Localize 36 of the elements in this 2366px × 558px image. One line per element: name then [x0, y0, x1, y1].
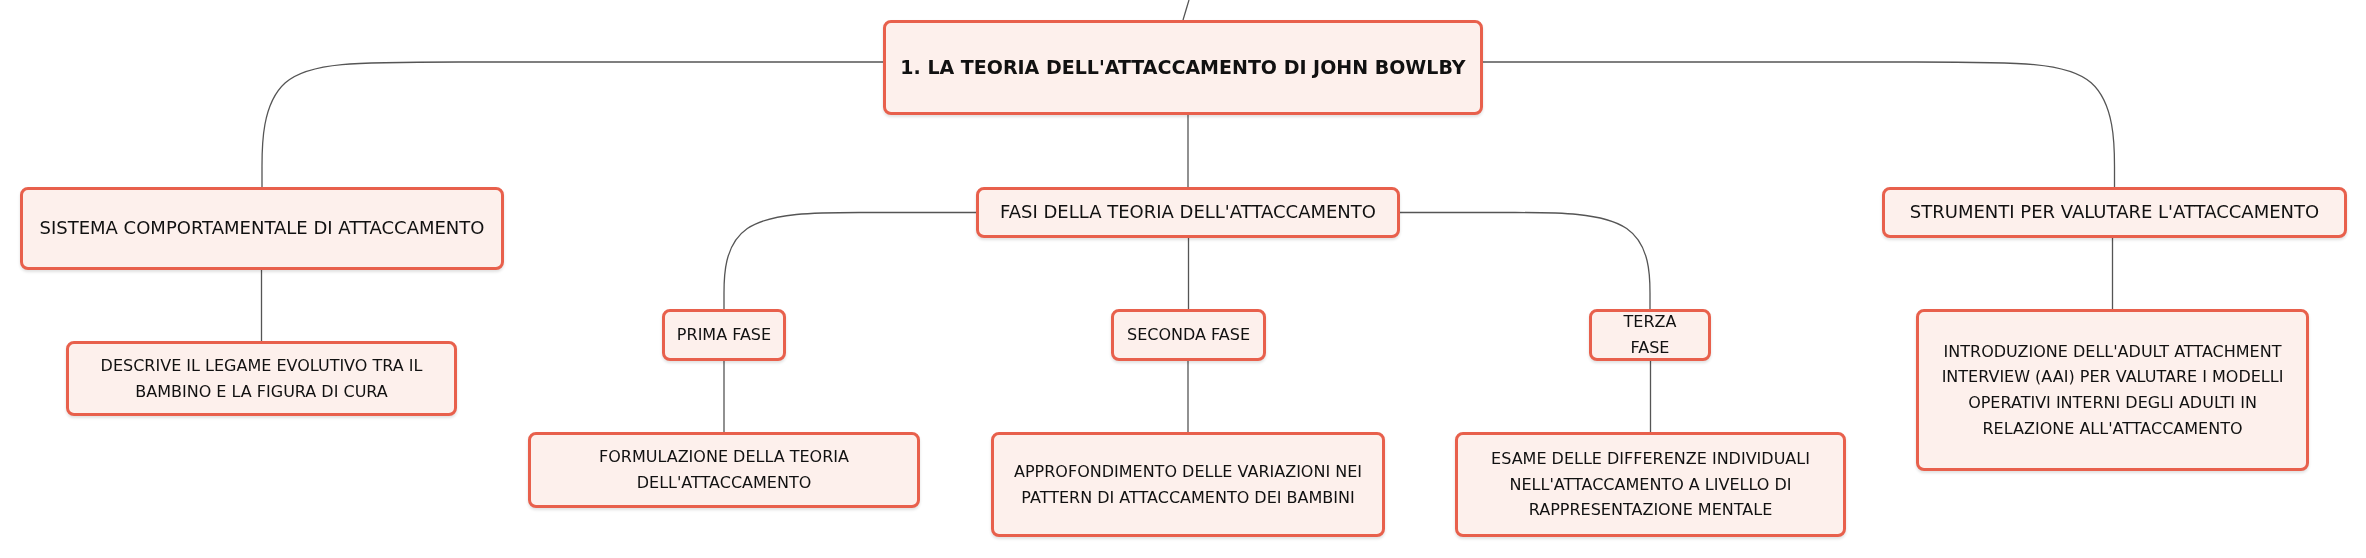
topic-text: TERZA FASE [1622, 311, 1678, 359]
connector-line [1187, 237, 1190, 310]
topic-box [991, 432, 1385, 537]
topic-text: 1. LA TEORIA DELL'ATTACCAMENTO DI JOHN BOWLBY [900, 55, 1466, 81]
connector-line [723, 211, 977, 310]
topic-text: FORMULAZIONE DELLA TEORIA DELL'ATTACCAMENTO [598, 446, 850, 494]
connector-line [1187, 114, 1189, 188]
topic-box [662, 309, 786, 361]
topic-text: ESAME DELLE DIFFERENZE INDIVIDUALI NELL'ATTACCAMENTO A LIVELLO DI RAPPRESENTAZIONE MENTALE [1490, 448, 1811, 522]
topic-text: INTRODUZIONE DELL'ADULT ATTACHMENT INTERVIEW (AAI) PER VALUTARE I MODELLI OPERATIVI INTERNI DEGLI ADULTI IN RELAZIONE ALL'ATTACCAMENTO [1940, 340, 2285, 440]
connector-line [2111, 237, 2114, 310]
topic-box [1455, 432, 1846, 537]
topic-box [20, 187, 504, 270]
topic-text: PRIMA FASE [676, 324, 772, 347]
topic-text: SECONDA FASE [1127, 324, 1250, 347]
topic-box [528, 432, 920, 508]
connector-line [1187, 360, 1189, 433]
topic-box [66, 341, 457, 416]
topic-box [976, 187, 1400, 238]
connector-line [260, 269, 263, 342]
topic-text: FASI DELLA TEORIA DELL'ATTACCAMENTO [1000, 200, 1376, 225]
topic-text: DESCRIVE IL LEGAME EVOLUTIVO TRA IL BAMBINO E LA FIGURA DI CURA [99, 354, 424, 403]
connector-line [1399, 211, 1651, 310]
topic-box [1111, 309, 1266, 361]
topic-box [1916, 309, 2309, 471]
topic-text: APPROFONDIMENTO DELLE VARIAZIONI NEI PATTERN DI ATTACCAMENTO DEI BAMBINI [1012, 460, 1363, 509]
topic-text: STRUMENTI PER VALUTARE L'ATTACCAMENTO [1909, 200, 2320, 225]
connector-line [1182, 0, 1190, 21]
topic-text: SISTEMA COMPORTAMENTALE DI ATTACCAMENTO [39, 216, 485, 241]
connector-line [723, 360, 725, 433]
connector-line [1482, 61, 2116, 188]
connector-line [261, 61, 884, 188]
topic-box [1882, 187, 2347, 238]
topic-box [883, 20, 1483, 115]
topic-box [1589, 309, 1711, 361]
connector-line [1649, 360, 1652, 433]
